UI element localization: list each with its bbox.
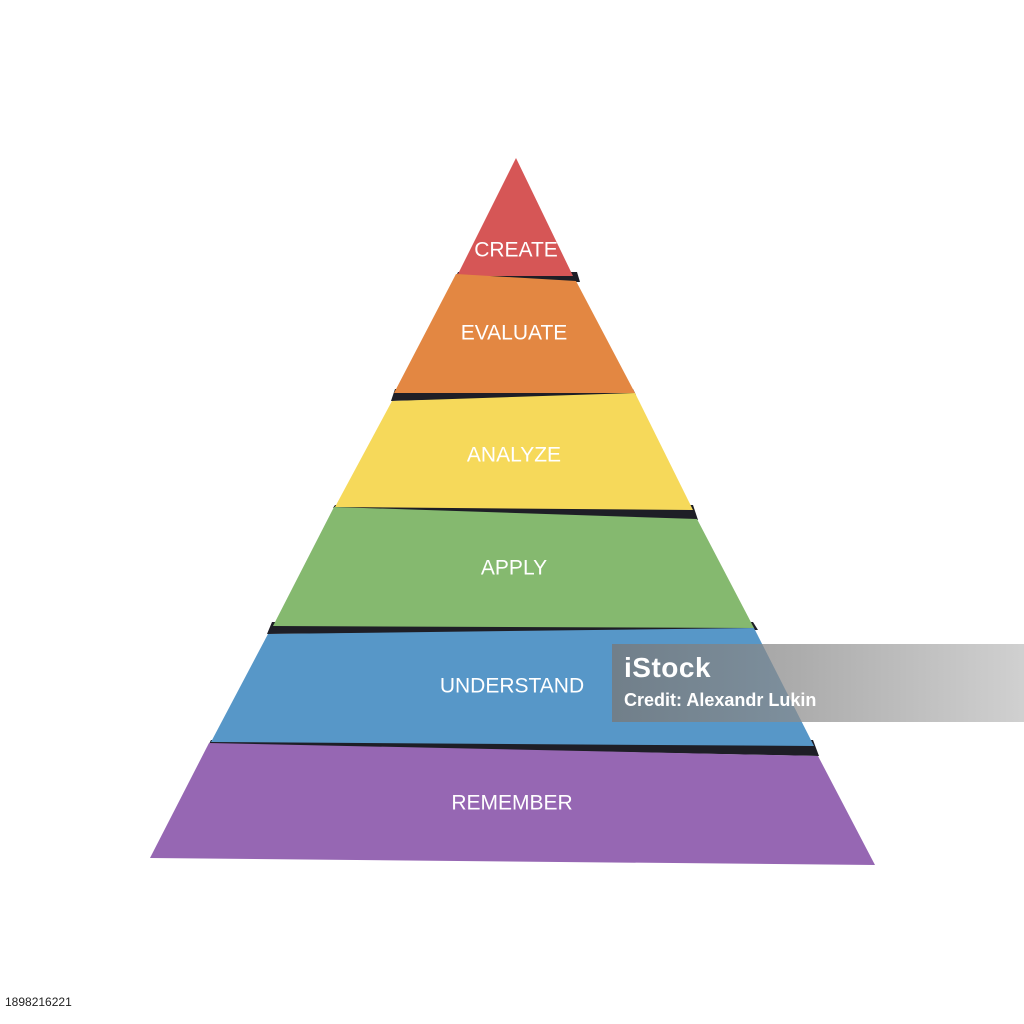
- tier-label-analyze: ANALYZE: [467, 444, 561, 467]
- tier-apply: [273, 507, 754, 628]
- tier-remember: [150, 743, 875, 865]
- tier-label-evaluate: EVALUATE: [461, 322, 568, 345]
- stock-image-id: 1898216221: [0, 992, 77, 1012]
- tier-create: [457, 158, 573, 276]
- tier-label-understand: UNDERSTAND: [440, 675, 584, 698]
- tier-label-remember: REMEMBER: [451, 792, 572, 815]
- tier-label-create: CREATE: [474, 239, 558, 262]
- tier-label-apply: APPLY: [481, 557, 547, 580]
- credit-text: Credit: Alexandr Lukin: [624, 690, 817, 710]
- tier-analyze: [335, 393, 693, 510]
- istock-logo: iStock: [624, 652, 712, 683]
- tier-evaluate: [394, 274, 635, 393]
- stock-watermark: iStock Credit: Alexandr Lukin: [612, 644, 1024, 722]
